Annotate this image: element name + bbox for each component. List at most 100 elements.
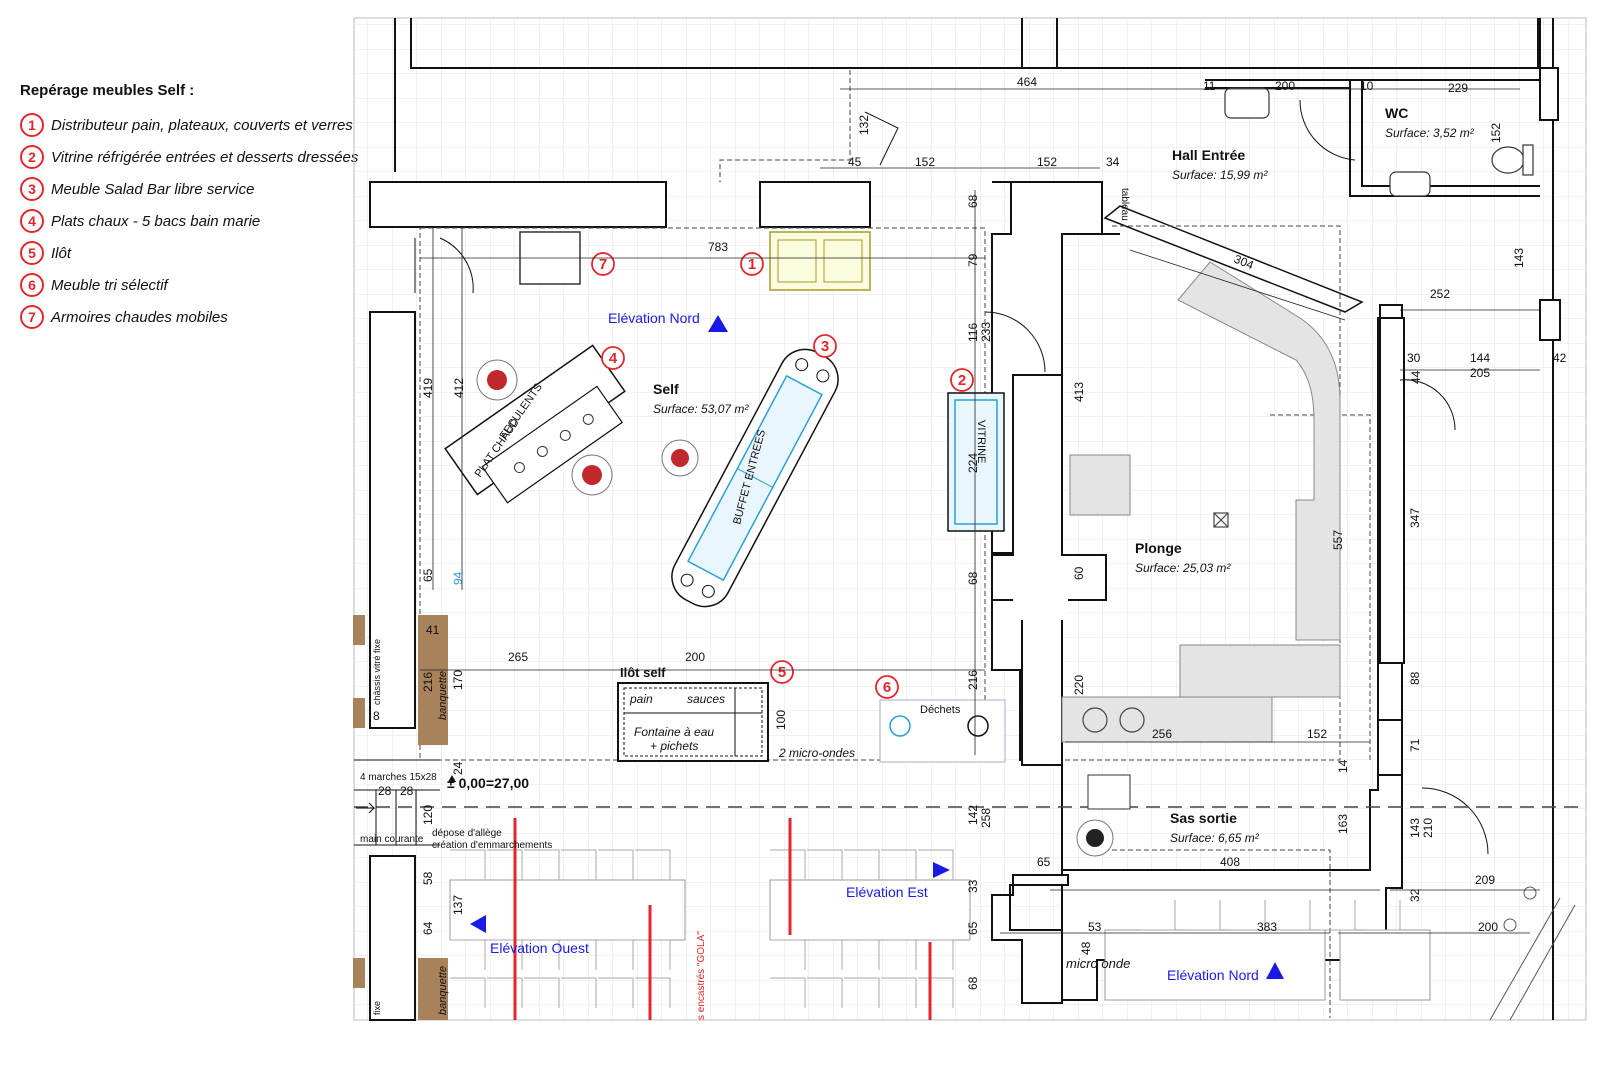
room-surface-plonge: Surface: 25,03 m² — [1135, 561, 1231, 575]
elevation-arrows — [470, 315, 1284, 979]
svg-text:200: 200 — [1275, 79, 1295, 93]
room-surface-self: Surface: 53,07 m² — [653, 402, 749, 416]
svg-text:44: 44 — [1409, 370, 1423, 384]
svg-text:65: 65 — [966, 921, 980, 935]
svg-text:14: 14 — [1336, 759, 1350, 773]
svg-text:6: 6 — [883, 679, 891, 696]
marker-4: 4 — [601, 346, 625, 370]
fixe-label: fixe — [372, 1001, 382, 1015]
svg-text:224: 224 — [966, 453, 980, 473]
marches-label: 4 marches 15x28 — [360, 772, 437, 783]
svg-text:200: 200 — [1478, 920, 1498, 934]
main-courante-label: main courante — [360, 834, 424, 845]
svg-text:152: 152 — [915, 155, 935, 169]
triangle-right-icon — [933, 862, 950, 878]
svg-text:79: 79 — [966, 253, 980, 267]
svg-text:7: 7 — [599, 256, 607, 273]
svg-text:143: 143 — [1408, 818, 1422, 838]
banquettes — [353, 615, 448, 1020]
svg-text:143: 143 — [1512, 248, 1526, 268]
walls — [369, 67, 1561, 1021]
svg-text:152: 152 — [1037, 155, 1057, 169]
wc-fixtures — [1224, 87, 1534, 197]
svg-text:32: 32 — [1408, 888, 1422, 902]
svg-text:58: 58 — [421, 871, 435, 885]
marker-7: 7 — [591, 252, 615, 276]
legend-title: Repérage meubles Self : — [20, 82, 195, 99]
ilot-title: Ilôt self — [620, 665, 666, 680]
legend-label: Meuble tri sélectif — [51, 276, 168, 294]
dimension-lines — [420, 88, 1540, 934]
elevation-ouest-label: Elévation Ouest — [490, 940, 589, 956]
ramp-lines — [1489, 886, 1576, 1021]
svg-text:557: 557 — [1331, 530, 1345, 550]
legend-item-1: 1 Distributeur pain, plateaux, couverts e… — [20, 109, 380, 141]
svg-text:2: 2 — [958, 372, 966, 389]
hall-slanted-wall — [1103, 205, 1364, 313]
triangle-left-icon — [470, 915, 486, 933]
svg-text:132: 132 — [857, 115, 871, 135]
svg-text:120: 120 — [421, 805, 435, 825]
marker-number: 1 — [20, 113, 44, 137]
micro-onde-label: micro onde — [1066, 956, 1130, 971]
elevation-nord2-label: Elévation Nord — [1167, 967, 1259, 983]
marker-number: 2 — [20, 145, 44, 169]
red-rails — [513, 818, 932, 1020]
svg-text:464: 464 — [1017, 75, 1037, 89]
svg-text:205: 205 — [1470, 366, 1490, 380]
room-surface-sas: Surface: 6,65 m² — [1170, 831, 1260, 845]
hot-plates-counter — [444, 344, 626, 504]
legend-label: Distributeur pain, plateaux, couverts et… — [51, 116, 353, 134]
south-pillar — [991, 874, 1069, 1004]
svg-text:24: 24 — [451, 761, 465, 775]
ilot-pichets: + pichets — [650, 739, 698, 753]
svg-text:220: 220 — [1072, 675, 1086, 695]
central-wall — [991, 374, 1107, 766]
svg-text:210: 210 — [1421, 818, 1435, 838]
svg-text:408: 408 — [1220, 855, 1240, 869]
banquette-label-2: banquette — [437, 966, 449, 1015]
level-label: ± 0,00=27,00 — [447, 775, 529, 791]
svg-text:137: 137 — [451, 895, 465, 915]
svg-text:64: 64 — [421, 921, 435, 935]
svg-text:94: 94 — [451, 571, 465, 585]
legend: Repérage meubles Self : 1 Distributeur pa… — [20, 82, 380, 333]
svg-text:412: 412 — [452, 378, 466, 398]
svg-text:100: 100 — [774, 710, 788, 730]
chassis-label: châssis vitré fixe — [372, 639, 382, 705]
svg-text:3: 3 — [821, 338, 829, 355]
gola-label: s encastrés "GOLA" — [696, 931, 707, 1020]
svg-text:229: 229 — [1448, 81, 1468, 95]
svg-text:152: 152 — [1307, 727, 1327, 741]
svg-text:216: 216 — [966, 670, 980, 690]
room-name-self: Self — [653, 381, 679, 397]
svg-text:68: 68 — [966, 976, 980, 990]
micro-ondes-label: 2 micro-ondes — [778, 746, 855, 760]
svg-text:33: 33 — [966, 879, 980, 893]
svg-text:41: 41 — [426, 623, 440, 637]
room-name-plonge: Plonge — [1135, 540, 1182, 556]
svg-text:28: 28 — [378, 784, 392, 798]
svg-text:11: 11 — [1203, 79, 1216, 93]
svg-text:783: 783 — [708, 240, 728, 254]
svg-text:48: 48 — [1079, 941, 1093, 955]
ilot-furniture — [617, 682, 769, 762]
room-name-wc: WC — [1385, 105, 1408, 121]
svg-text:60: 60 — [1072, 566, 1086, 580]
marker-number: 5 — [20, 241, 44, 265]
waste-sorting — [879, 699, 1006, 763]
svg-text:209: 209 — [1475, 873, 1495, 887]
emmarchements-label: création d'emmarchements — [432, 840, 552, 851]
marker-number: 4 — [20, 209, 44, 233]
tableau-label: tableau — [1119, 188, 1130, 221]
triangle-up-icon — [1266, 962, 1284, 979]
ilot-fontaine: Fontaine à eau — [634, 725, 714, 739]
vitrine-label: VITRINE — [975, 420, 987, 463]
svg-text:116: 116 — [966, 323, 980, 342]
svg-text:265: 265 — [508, 650, 528, 664]
legend-label: Plats chaux - 5 bacs bain marie — [51, 212, 261, 230]
